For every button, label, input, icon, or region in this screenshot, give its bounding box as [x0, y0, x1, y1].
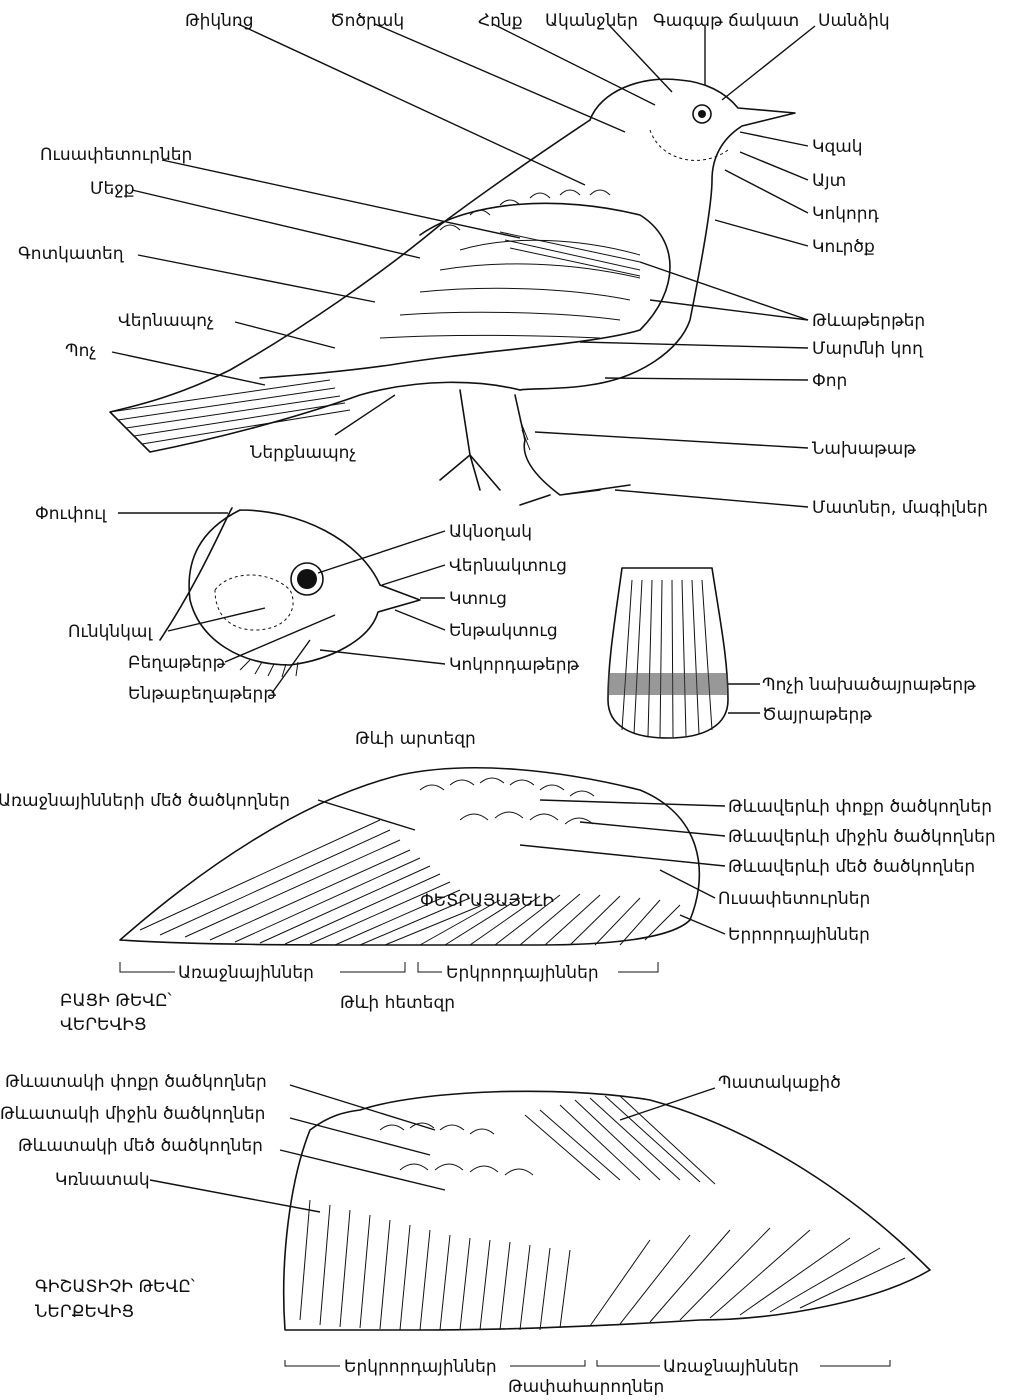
label-tertials: Երրորդայիններ — [728, 925, 870, 945]
label-cheek: Այտ — [812, 171, 846, 191]
label-rump: Գոտկատեղ — [18, 244, 125, 264]
label-alula: ՓԵՏՐԱՅԱՅԵԼԻ — [420, 891, 554, 911]
label-wing-bars: Թևաթերթեր — [812, 311, 925, 331]
label-scapulars: Ուսափետուրներ — [40, 145, 192, 165]
label-greater-coverts: Թևավերևի մեծ ծածկողներ — [728, 857, 975, 877]
label-tarsus: Նախաթաթ — [812, 439, 916, 459]
label-primaries-under: Առաջնայիններ — [663, 1357, 799, 1377]
label-upper-mandible: Վերնակտուց — [449, 556, 567, 576]
label-crown-forehead: Գագաթ ճակատ — [653, 11, 799, 31]
label-under-median-coverts: Թևատակի միջին ծածկողներ — [0, 1104, 265, 1124]
label-lower-mandible: Ենթակտուց — [449, 621, 558, 641]
label-secondaries-upper: Երկրորդայիններ — [446, 963, 599, 983]
head-drawing — [160, 508, 420, 677]
label-throat: Կոկորդ — [812, 204, 880, 224]
upper-wing-leader-lines — [120, 800, 725, 972]
label-back: Մեջք — [90, 179, 135, 199]
label-lores: Սանձիկ — [818, 11, 890, 31]
label-undertail-coverts: Ներքնապոչ — [250, 443, 356, 463]
label-breast: Կուրծք — [812, 237, 875, 257]
label-auriculars: Ունկնկալ — [68, 622, 153, 642]
label-wing-scapulars: Ուսափետուրներ — [718, 889, 870, 909]
label-under-greater-coverts: Թևատակի մեծ ծածկողներ — [18, 1136, 263, 1156]
label-tail-tip: Ծայրաթերթ — [762, 705, 872, 725]
caption-wing-front-edge: Թևի արտեզր — [355, 729, 476, 749]
label-trailing-edge: Թևի հետեզր — [340, 993, 455, 1013]
label-chin: Կզակ — [812, 137, 863, 157]
label-ear-coverts: Ականջներ — [545, 11, 638, 31]
label-subterminal-band: Պոչի նախածայրաթերթ — [762, 675, 976, 695]
label-bill: Կտուց — [449, 589, 507, 609]
label-eyebrow: Հոնք — [478, 11, 523, 31]
label-malar: Բեղաթերթ — [128, 653, 226, 673]
label-nape: Ծոծրակ — [330, 11, 404, 31]
label-throat-feathers: Կոկորդաթերթ — [449, 655, 579, 675]
label-tail: Պոչ — [65, 341, 96, 361]
label-crest: Փուփուլ — [35, 504, 108, 524]
label-toes-claws: Մատներ, մագիլներ — [812, 498, 988, 518]
label-axillaries: Կռնատակ — [55, 1170, 150, 1190]
caption-raptor-wing-line2: ՆԵՐՔԵՎԻՑ — [35, 1302, 134, 1322]
caption-open-wing-line1: ԲԱՑԻ ԹԵՎԸ՝ — [60, 991, 172, 1011]
label-median-coverts: Թևավերևի միջին ծածկողներ — [728, 827, 996, 847]
label-uppertail-coverts: Վերնապոչ — [118, 311, 214, 331]
label-flank: Մարմնի կող — [812, 339, 924, 359]
tail-drawing — [608, 568, 728, 738]
label-submalar: Ենթաբեղաթերթ — [128, 684, 276, 704]
label-secondaries-under: Երկրորդայիններ — [344, 1357, 497, 1377]
label-wrist-patch: Պատակաքիծ — [718, 1073, 841, 1093]
under-wing-drawing — [284, 1091, 930, 1366]
label-eye-ring: Ակնօղակ — [449, 522, 532, 542]
label-belly: Փոր — [812, 371, 847, 391]
label-lesser-coverts: Թևավերևի փոքր ծածկողներ — [728, 797, 992, 817]
label-primary-coverts: Առաջնայինների մեծ ծածկողներ — [0, 791, 290, 811]
bird-leader-lines — [112, 24, 815, 507]
label-primaries-upper: Առաջնայիններ — [178, 963, 314, 983]
caption-raptor-wing-line1: ԳԻՇԱՏԻՉԻ ԹԵՎԸ՝ — [35, 1277, 195, 1297]
label-under-lesser-coverts: Թևատակի փոքր ծածկողներ — [5, 1072, 267, 1092]
label-mantle: Թիկնոց — [185, 11, 253, 31]
label-flight-feathers: Թափահարողներ — [508, 1377, 664, 1395]
caption-open-wing-line2: ՎԵՐԵՎԻՑ — [60, 1015, 147, 1035]
